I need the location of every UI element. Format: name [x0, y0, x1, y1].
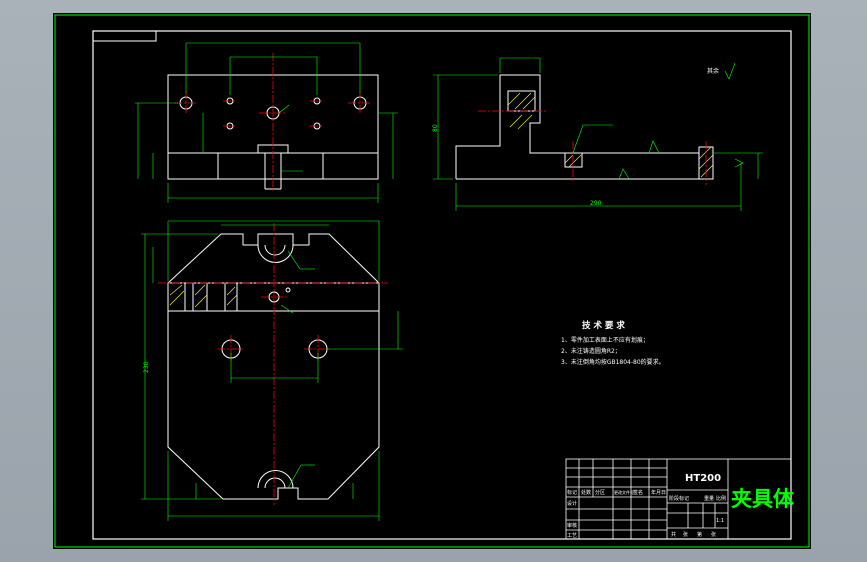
header-sign: 签名: [633, 489, 643, 496]
drawing-canvas: 80 290: [54, 14, 810, 548]
sheet-inner-border: [92, 30, 792, 540]
row-label-process: 工艺: [567, 533, 577, 539]
sheet-number-prefix: 第: [697, 531, 702, 538]
header-change-doc: 更改文件号: [614, 489, 634, 495]
stage-mark-label: 阶段标记: [669, 495, 689, 502]
header-count: 处数: [581, 489, 591, 496]
material-label: HT200: [685, 473, 721, 484]
scale-value: 1:1: [716, 518, 724, 524]
svg-text:230: 230: [143, 361, 150, 373]
roughness-note: 其余: [707, 67, 719, 75]
header-zone: 分区: [595, 489, 605, 496]
row-label-design: 设计: [567, 500, 577, 507]
notes-item-1: 1、零件加工表面上不应有划痕；: [561, 336, 649, 344]
svg-text:80: 80: [432, 124, 439, 132]
part-name: 夹具体: [731, 486, 795, 511]
sheet-total-suffix: 张: [683, 531, 688, 538]
sheet-number-suffix: 张: [711, 531, 716, 538]
side-view: 80 290: [432, 57, 763, 211]
notes-item-2: 2、未注铸造圆角R2；: [561, 347, 621, 355]
sheet-outer-border: [54, 14, 810, 548]
top-view: 230: [141, 220, 403, 521]
cad-viewport[interactable]: 80 290: [53, 13, 811, 549]
notes-title: 技 术 要 求: [582, 320, 625, 331]
technical-notes: 技 术 要 求 1、零件加工表面上不应有划痕； 2、未注铸造圆角R2； 3、未注…: [561, 320, 665, 366]
sheet-total-prefix: 共: [671, 531, 676, 538]
row-label-review: 审核: [567, 522, 577, 529]
scale-label: 比例: [716, 495, 726, 502]
front-view: [135, 42, 398, 203]
notes-item-3: 3、未注倒角均按GB1804-80的要求。: [561, 358, 665, 366]
header-date: 年月日: [651, 489, 666, 496]
code-box: [92, 30, 157, 42]
svg-text:290: 290: [590, 200, 602, 207]
row-label-mark: 标记: [567, 489, 577, 496]
title-block: [565, 458, 792, 540]
weight-label: 重量: [704, 495, 714, 502]
